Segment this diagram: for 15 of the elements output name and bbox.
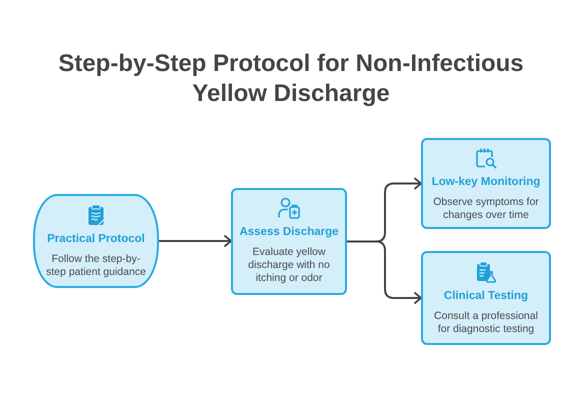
- step-description: Evaluate yellow discharge with no itching or odor: [247, 246, 331, 285]
- step-description: Observe symptoms for changes over time: [432, 196, 540, 222]
- step-title: Assess Discharge: [239, 225, 339, 239]
- step-title: Low-key Monitoring: [432, 175, 540, 189]
- diagram-title: Step-by-Step Protocol for Non-Infectious Yellow Discharge: [57, 49, 525, 109]
- step-title: Clinical Testing: [444, 289, 528, 303]
- step-card: [33, 194, 159, 288]
- connector-arrow: [159, 235, 232, 247]
- step-description: Consult a professional for diagnostic testing: [433, 310, 539, 336]
- step-title: Practical Protocol: [47, 232, 145, 246]
- step-description: Follow the step-by-step patient guidance: [45, 253, 147, 279]
- step-card: [421, 138, 551, 229]
- step-card: [421, 251, 551, 345]
- step-card: [231, 188, 347, 295]
- connector-arrow: [347, 240, 422, 304]
